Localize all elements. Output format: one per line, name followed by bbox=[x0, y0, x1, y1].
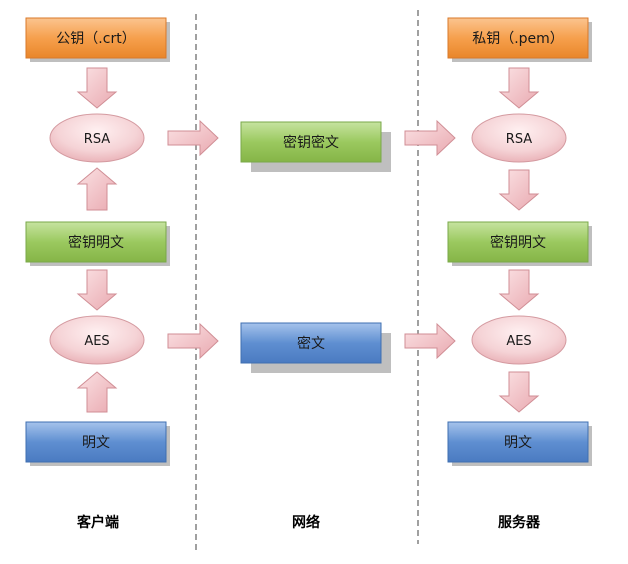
client-rsa-label: RSA bbox=[84, 132, 111, 147]
client-public-key-label: 公钥（.crt） bbox=[56, 31, 135, 47]
arrow-up-icon bbox=[76, 371, 118, 413]
server-private-key-label: 私钥（.pem） bbox=[472, 31, 564, 47]
client-rsa-oval: RSA bbox=[49, 113, 145, 163]
server-plaintext-box: 明文 bbox=[447, 421, 592, 466]
client-plaintext-box: 明文 bbox=[25, 421, 170, 466]
network-ciphertext-box: 密文 bbox=[240, 322, 391, 373]
arrow-down-icon bbox=[76, 67, 118, 109]
client-key-plaintext-label: 密钥明文 bbox=[68, 234, 124, 251]
client-key-plaintext-box: 密钥明文 bbox=[25, 221, 170, 266]
network-ciphertext-label: 密文 bbox=[297, 335, 325, 352]
arrow-down-icon bbox=[498, 269, 540, 311]
arrow-up-icon bbox=[76, 167, 118, 211]
arrow-down-icon bbox=[76, 269, 118, 311]
client-public-key-box: 公钥（.crt） bbox=[25, 17, 170, 62]
column-label-network: 网络 bbox=[292, 514, 320, 531]
server-private-key-box: 私钥（.pem） bbox=[447, 17, 592, 62]
server-plaintext-label: 明文 bbox=[504, 435, 532, 451]
arrow-down-icon bbox=[498, 169, 540, 211]
arrow-right-icon bbox=[404, 322, 456, 360]
server-key-plaintext-box: 密钥明文 bbox=[447, 221, 592, 266]
arrow-down-icon bbox=[498, 371, 540, 413]
client-aes-oval: AES bbox=[49, 315, 145, 365]
server-aes-oval: AES bbox=[471, 315, 567, 365]
client-plaintext-label: 明文 bbox=[82, 435, 110, 451]
column-label-server: 服务器 bbox=[498, 514, 541, 531]
arrow-right-icon bbox=[167, 119, 219, 157]
network-key-ciphertext-box: 密钥密文 bbox=[240, 121, 391, 172]
arrow-down-icon bbox=[498, 67, 540, 109]
column-label-client: 客户端 bbox=[76, 514, 119, 531]
network-key-ciphertext-label: 密钥密文 bbox=[283, 134, 339, 151]
arrow-right-icon bbox=[404, 119, 456, 157]
client-aes-label: AES bbox=[84, 334, 109, 349]
server-key-plaintext-label: 密钥明文 bbox=[490, 234, 546, 251]
server-rsa-oval: RSA bbox=[471, 113, 567, 163]
arrow-right-icon bbox=[167, 322, 219, 360]
server-rsa-label: RSA bbox=[506, 132, 533, 147]
server-aes-label: AES bbox=[506, 334, 531, 349]
